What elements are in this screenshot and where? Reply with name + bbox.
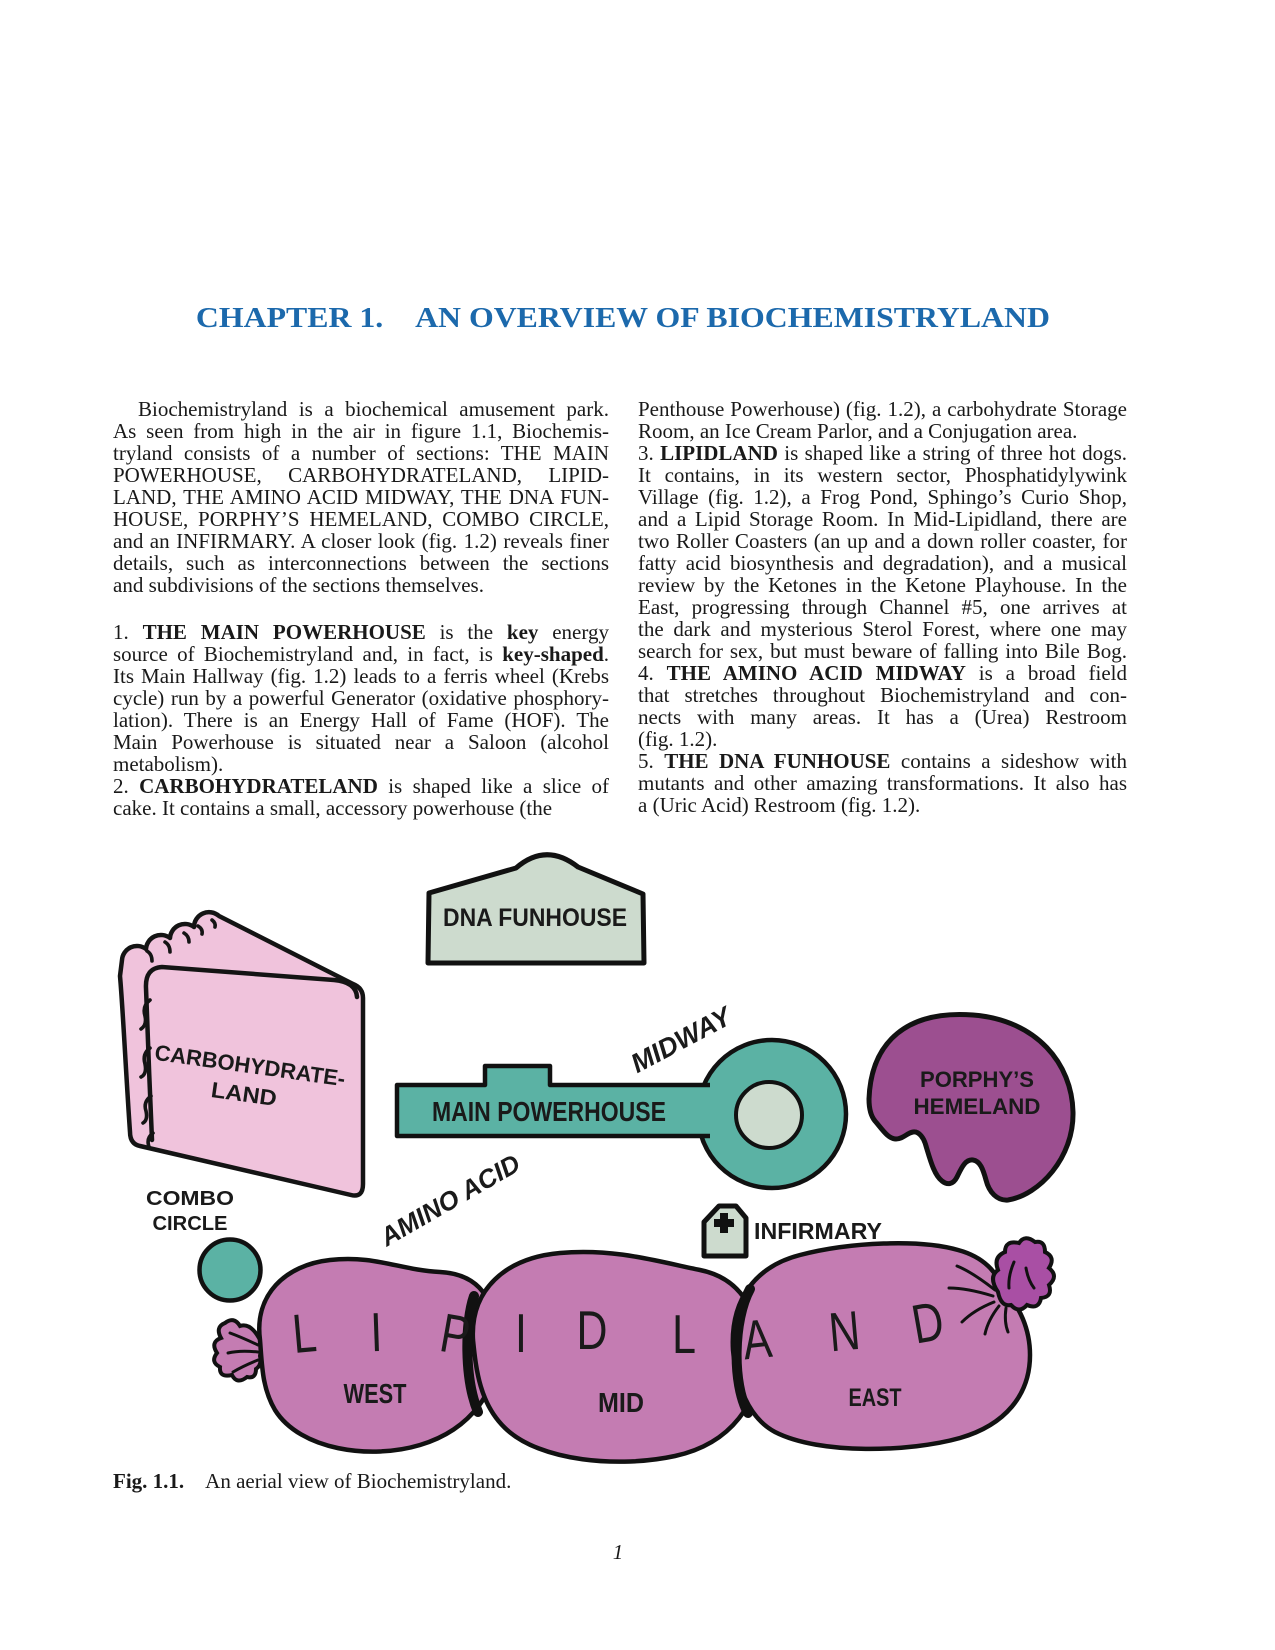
svg-text:MAIN POWERHOUSE: MAIN POWERHOUSE bbox=[432, 1096, 666, 1127]
svg-text:N: N bbox=[826, 1300, 862, 1364]
svg-text:COMBO: COMBO bbox=[146, 1188, 234, 1210]
svg-text:INFIRMARY: INFIRMARY bbox=[754, 1218, 882, 1244]
svg-text:EAST: EAST bbox=[849, 1384, 902, 1412]
svg-text:I: I bbox=[369, 1302, 383, 1364]
svg-text:I: I bbox=[515, 1303, 527, 1364]
svg-text:D: D bbox=[577, 1300, 608, 1361]
svg-text:WEST: WEST bbox=[344, 1378, 407, 1409]
svg-text:CIRCLE: CIRCLE bbox=[153, 1213, 228, 1235]
svg-text:MID: MID bbox=[598, 1387, 644, 1418]
svg-text:PORPHY’S: PORPHY’S bbox=[920, 1067, 1034, 1092]
svg-text:A: A bbox=[740, 1308, 775, 1372]
svg-text:AMINO ACID: AMINO ACID bbox=[374, 1148, 526, 1253]
svg-text:L: L bbox=[672, 1304, 696, 1365]
svg-text:HEMELAND: HEMELAND bbox=[914, 1094, 1041, 1119]
svg-text:DNA FUNHOUSE: DNA FUNHOUSE bbox=[443, 904, 627, 932]
svg-text:L: L bbox=[290, 1302, 319, 1365]
